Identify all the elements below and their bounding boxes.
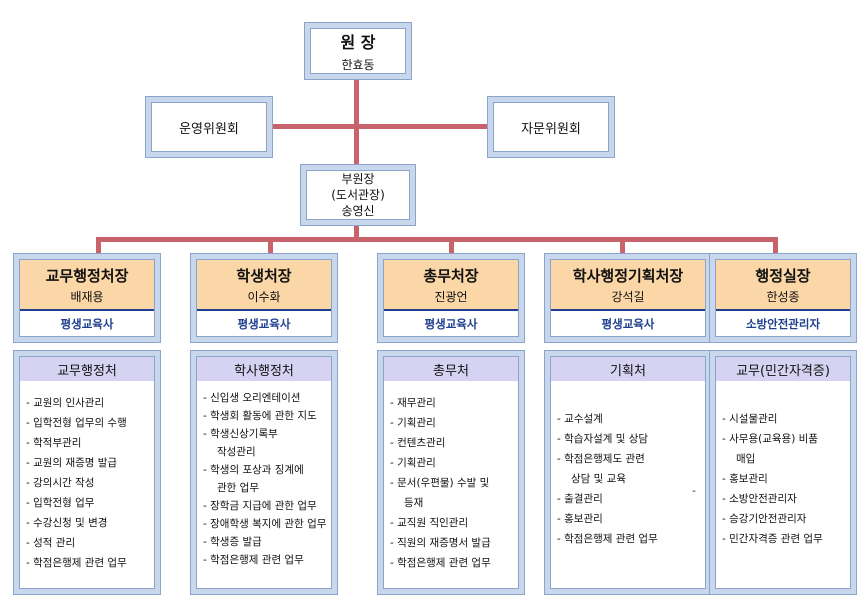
func-title: 기획처 bbox=[551, 357, 705, 381]
list-item: 문서(우편물) 수발 및 bbox=[390, 473, 514, 493]
connector-vice-down bbox=[354, 222, 359, 240]
dept-title: 행정실장 bbox=[755, 266, 811, 285]
list-item: 수강신청 및 변경 bbox=[26, 513, 150, 533]
connector-committee-horizontal bbox=[270, 124, 490, 129]
list-item: 등재 bbox=[404, 497, 424, 509]
list-item: 교수설계 bbox=[557, 409, 701, 429]
list-item: 승강기안전관리자 bbox=[722, 509, 846, 529]
vice-director-role: (도서관장) bbox=[331, 188, 385, 202]
dept-qualification: 평생교육사 bbox=[60, 316, 114, 331]
list-item: 홍보관리 bbox=[557, 509, 701, 529]
list-item: 학적부관리 bbox=[26, 433, 150, 453]
list-item: 학점은행제 관련 업무 bbox=[390, 553, 514, 573]
director-box: 원 장 한효동 bbox=[304, 22, 412, 80]
list-item: 성적 관리 bbox=[26, 533, 150, 553]
list-item: 직원의 재증명서 발급 bbox=[390, 533, 514, 553]
list-item: 입학전형 업무 bbox=[26, 493, 150, 513]
list-item: 상담 및 교육 bbox=[571, 473, 626, 485]
vice-director-title: 부원장 bbox=[341, 172, 375, 186]
func-academic-admin: 교무행정처 교원의 인사관리 입학전형 업무의 수행 학적부관리 교원의 재증명… bbox=[13, 350, 161, 595]
connector-dept-5 bbox=[773, 237, 778, 257]
list-item: 교직원 직인관리 bbox=[390, 513, 514, 533]
list-item: 컨텐츠관리 bbox=[390, 433, 514, 453]
list-item: 소방안전관리자 bbox=[722, 489, 846, 509]
connector-dept-3 bbox=[449, 237, 454, 257]
dept-academic-admin: 교무행정처장 배재용 평생교육사 bbox=[13, 253, 161, 343]
list-item: 장학금 지급에 관한 업무 bbox=[203, 497, 327, 515]
func-planning: 기획처 교수설계 학습자설계 및 상담 학점은행제도 관련 상담 및 교육 출결… bbox=[544, 350, 712, 595]
dept-head-name: 이수화 bbox=[247, 289, 281, 304]
func-title: 교무행정처 bbox=[20, 357, 154, 381]
list-item: 장애학생 복지에 관한 업무 bbox=[203, 515, 327, 533]
list-item: 강의시간 작성 bbox=[26, 473, 150, 493]
list-item: 학점은행제 관련 업무 bbox=[26, 553, 150, 573]
dept-qualification: 평생교육사 bbox=[601, 316, 655, 331]
connector-dept-1 bbox=[96, 237, 101, 257]
advisory-committee-box: 자문위원회 bbox=[487, 96, 615, 158]
dept-qualification: 소방안전관리자 bbox=[745, 316, 821, 331]
dept-student-affairs: 학생처장 이수화 평생교육사 bbox=[190, 253, 338, 343]
advisory-committee-label: 자문위원회 bbox=[521, 121, 581, 137]
list-item: 학습자설계 및 상담 bbox=[557, 429, 701, 449]
dept-head-name: 배재용 bbox=[70, 289, 104, 304]
list-item: 교원의 인사관리 bbox=[26, 393, 150, 413]
func-title: 교무(민간자격증) bbox=[716, 357, 850, 381]
dept-general-affairs: 총무처장 진광언 평생교육사 bbox=[377, 253, 525, 343]
list-item: 교원의 재증명 발급 bbox=[26, 453, 150, 473]
list-item: 학점은행제 관련 업무 bbox=[203, 551, 327, 569]
list-item: 민간자격증 관련 업무 bbox=[722, 529, 846, 549]
dept-administration-office: 행정실장 한성종 소방안전관리자 bbox=[709, 253, 857, 343]
dept-academic-planning: 학사행정기획처장 강석길 평생교육사 bbox=[544, 253, 712, 343]
connector-top-vertical bbox=[354, 75, 359, 170]
operations-committee-label: 운영위원회 bbox=[179, 121, 239, 137]
stray-dash-mark: - bbox=[692, 484, 696, 497]
list-item: 입학전형 업무의 수행 bbox=[26, 413, 150, 433]
dept-qualification: 평생교육사 bbox=[424, 316, 478, 331]
list-item: 기획관리 bbox=[390, 413, 514, 433]
vice-director-box: 부원장 (도서관장) 송영신 bbox=[300, 164, 416, 226]
func-title: 학사행정처 bbox=[197, 357, 331, 381]
dept-title: 학사행정기획처장 bbox=[572, 266, 684, 285]
list-item: 사무용(교육용) 비품 bbox=[722, 429, 846, 449]
dept-head-name: 한성종 bbox=[766, 289, 800, 304]
dept-head-name: 진광언 bbox=[434, 289, 468, 304]
func-civil-certification: 교무(민간자격증) 시설물관리 사무용(교육용) 비품 매입 홍보관리 소방안전… bbox=[709, 350, 857, 595]
list-item: 시설물관리 bbox=[722, 409, 846, 429]
operations-committee-box: 운영위원회 bbox=[145, 96, 273, 158]
list-item: 학점은행제도 관련 bbox=[557, 449, 701, 469]
list-item: 매입 bbox=[736, 453, 756, 465]
director-name: 한효동 bbox=[341, 58, 375, 72]
vice-director-name: 송영신 bbox=[341, 204, 375, 218]
list-item: 학점은행제 관련 업무 bbox=[557, 529, 701, 549]
list-item: 출결관리 bbox=[557, 489, 701, 509]
dept-head-name: 강석길 bbox=[611, 289, 645, 304]
list-item: 관한 업무 bbox=[217, 482, 259, 494]
dept-title: 학생처장 bbox=[236, 266, 292, 285]
func-general-affairs: 총무처 재무관리 기획관리 컨텐츠관리 기획관리 문서(우편물) 수발 및 등재… bbox=[377, 350, 525, 595]
director-title: 원 장 bbox=[340, 33, 376, 52]
func-title: 총무처 bbox=[384, 357, 518, 381]
func-student-admin: 학사행정처 신입생 오리엔테이션 학생회 활동에 관한 지도 학생신상기록부 작… bbox=[190, 350, 338, 595]
list-item: 학생증 발급 bbox=[203, 533, 327, 551]
list-item: 기획관리 bbox=[390, 453, 514, 473]
connector-dept-2 bbox=[268, 237, 273, 257]
connector-dept-4 bbox=[620, 237, 625, 257]
list-item: 홍보관리 bbox=[722, 469, 846, 489]
dept-qualification: 평생교육사 bbox=[237, 316, 291, 331]
dept-title: 교무행정처장 bbox=[45, 266, 129, 285]
list-item: 학생신상기록부 bbox=[203, 425, 327, 443]
dept-title: 총무처장 bbox=[423, 266, 479, 285]
list-item: 작성관리 bbox=[217, 446, 256, 458]
list-item: 신입생 오리엔테이션 bbox=[203, 389, 327, 407]
list-item: 학생회 활동에 관한 지도 bbox=[203, 407, 327, 425]
list-item: 재무관리 bbox=[390, 393, 514, 413]
connector-dept-bus bbox=[96, 237, 778, 242]
list-item: 학생의 포상과 징계에 bbox=[203, 461, 327, 479]
